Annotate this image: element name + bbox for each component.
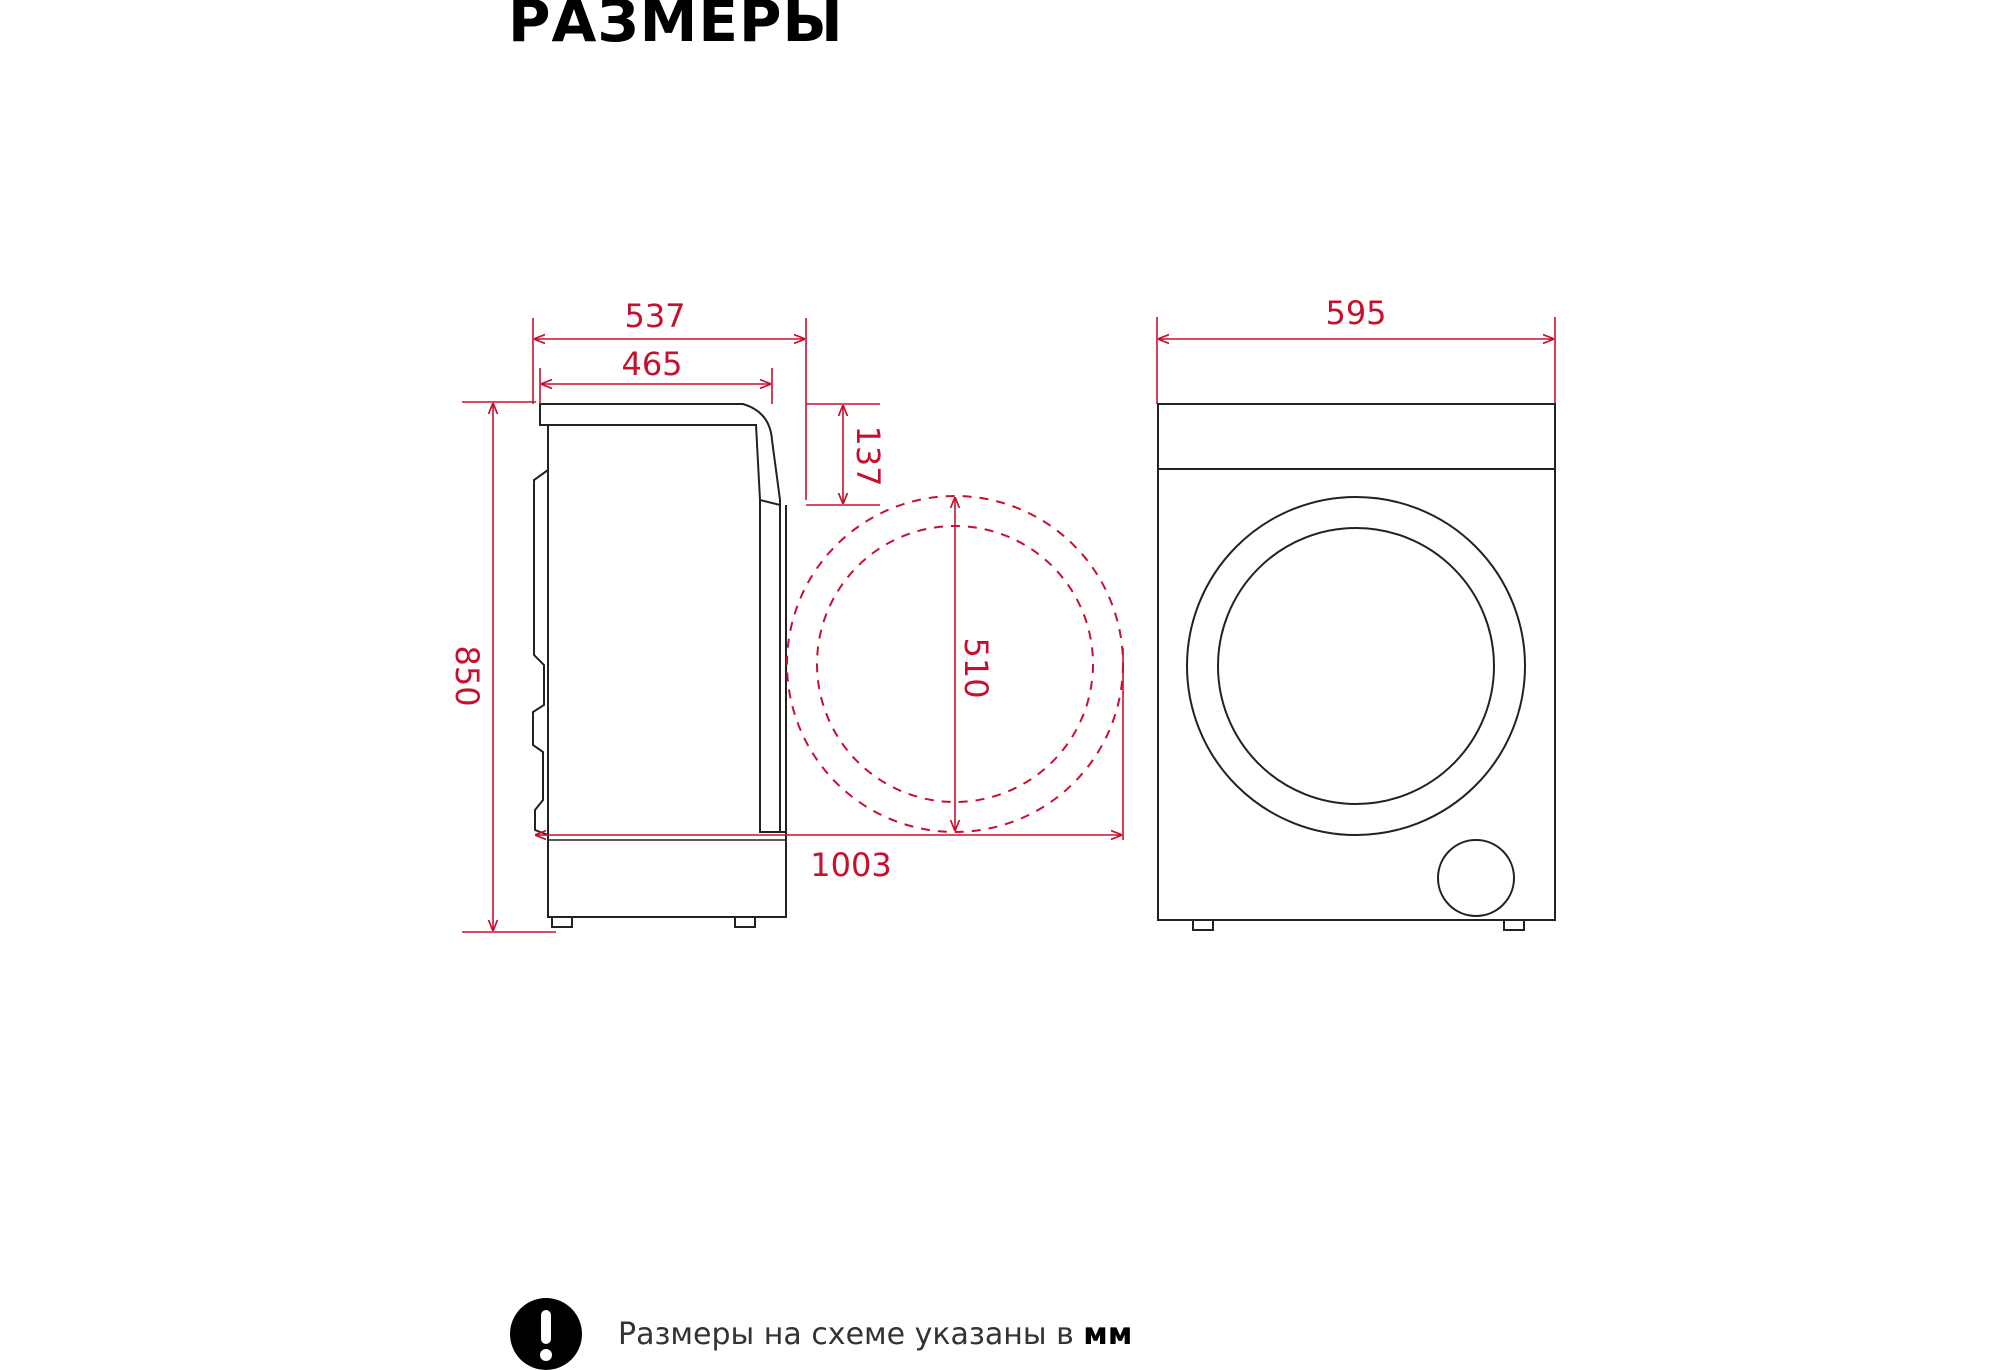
side-body (547, 425, 787, 918)
label-850: 850 (448, 645, 486, 706)
filter-hatch (1437, 839, 1515, 917)
side-foot-front (734, 916, 756, 928)
side-view (532, 403, 787, 928)
side-foot-rear (551, 916, 573, 928)
front-view (1157, 403, 1556, 931)
side-door-profile (759, 500, 786, 833)
label-595: 595 (1325, 294, 1386, 332)
side-back-panel (532, 469, 549, 836)
units-note-unit: мм (1083, 1316, 1133, 1352)
units-note-text: Размеры на схеме указаны в мм (618, 1317, 1132, 1352)
front-foot-right (1503, 919, 1525, 931)
dimension-lines (462, 317, 1556, 933)
door-glass (1217, 527, 1495, 805)
page-title: РАЗМЕРЫ (508, 0, 844, 55)
label-537: 537 (624, 297, 685, 335)
label-137: 137 (849, 425, 887, 486)
label-465: 465 (621, 345, 682, 383)
label-510: 510 (957, 637, 995, 698)
front-foot-left (1192, 919, 1214, 931)
door-outer-ring (1186, 496, 1526, 836)
exclamation-circle-icon (510, 1298, 582, 1370)
label-1003: 1003 (810, 846, 891, 884)
side-top-panel (539, 403, 781, 507)
front-body (1157, 403, 1556, 921)
dimension-labels: 537 465 137 850 510 1003 595 (448, 294, 1387, 884)
units-note-prefix: Размеры на схеме указаны в (618, 1316, 1084, 1352)
units-note: Размеры на схеме указаны в мм (510, 1298, 1132, 1370)
